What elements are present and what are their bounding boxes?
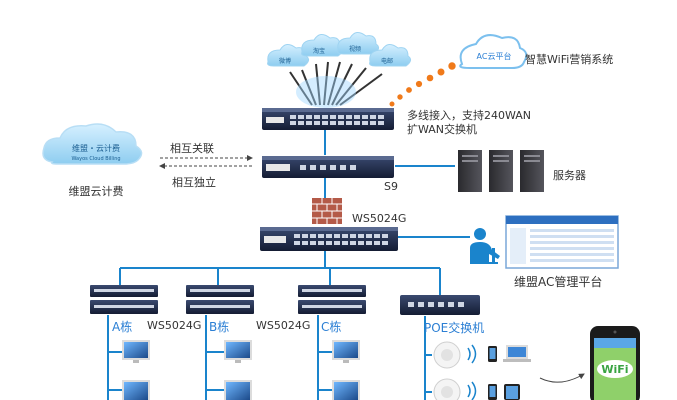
core-switch-label: WS5024G [352,212,406,225]
poe-label: POE交换机 [424,320,484,335]
cloud-label: 电邮 [381,57,393,65]
monitor-b1 [224,340,252,363]
ac-management-screen [505,215,619,269]
access-switch-b [186,285,254,314]
router-label-line2: 扩WAN交换机 [407,122,477,136]
mutual-arrows [159,155,253,169]
billing-cloud: 维盟・云计费 Wayos Cloud Billing [42,123,143,165]
uplink-arrows [289,61,383,106]
laptop-icon [503,345,531,362]
ac-cloud-label: AC云平台 [477,51,512,61]
service-cloud-email: 电邮 [369,44,412,67]
monitor-b2 [224,380,252,400]
access-switch-label-ab: WS5024G [147,319,201,332]
monitor-c2 [332,380,360,400]
access-switch-a [90,285,158,314]
connection-lines [107,130,470,400]
admin-person-icon [470,228,500,264]
monitor-c1 [332,340,360,363]
billing-cloud-subtitle: Wayos Cloud Billing [71,156,120,162]
cloud-label: 视频 [349,45,361,53]
phone-icon-2 [488,384,497,400]
building-c-label: C栋 [321,319,341,334]
service-cloud-taobao: 淘宝 [301,34,344,57]
wifi-signal-icon [467,344,477,400]
building-b-label: B栋 [209,319,229,334]
core-switch [260,227,398,251]
cloud-label: 淘宝 [313,47,325,55]
wifi-badge: WiFi [601,363,628,376]
mutual-independent-label: 相互独立 [172,175,216,189]
wan-router [262,108,394,130]
access-switch-label-bc: WS5024G [256,319,310,332]
server-rack [458,150,544,192]
poe-switch [400,295,480,315]
server-label: 服务器 [553,169,586,182]
uplink-glow [296,76,356,108]
phone-icon [488,346,497,362]
smartphone-wifi: WiFi [590,326,640,400]
ac-platform-label: 维盟AC管理平台 [514,274,602,289]
s9-label: S9 [384,180,398,193]
tablet-icon [504,384,520,400]
mutual-link-label: 相互关联 [170,141,214,155]
billing-cloud-title: 维盟・云计费 [72,143,120,153]
wireless-ap-1 [433,341,461,369]
cloud-label: 微博 [279,57,291,65]
wireless-ap-2 [433,378,461,400]
building-a-label: A栋 [112,319,132,334]
service-cloud-video: 视频 [337,32,380,55]
ac-cloud-link-dots [389,62,456,107]
router-label-line1: 多线接入，支持240WAN [407,108,531,122]
monitor-a1 [122,340,150,363]
internet-service-clouds: 微博 淘宝 视频 电邮 [267,32,412,67]
arrow-to-phone [539,373,585,383]
monitor-a2 [122,380,150,400]
firewall-icon [312,198,342,224]
s9-device [262,156,394,178]
access-switch-c [298,285,366,314]
wifi-marketing-label: 智慧WiFi营销系统 [525,52,613,66]
billing-caption: 维盟云计费 [69,185,124,198]
ac-cloud-platform: AC云平台 [459,34,528,69]
